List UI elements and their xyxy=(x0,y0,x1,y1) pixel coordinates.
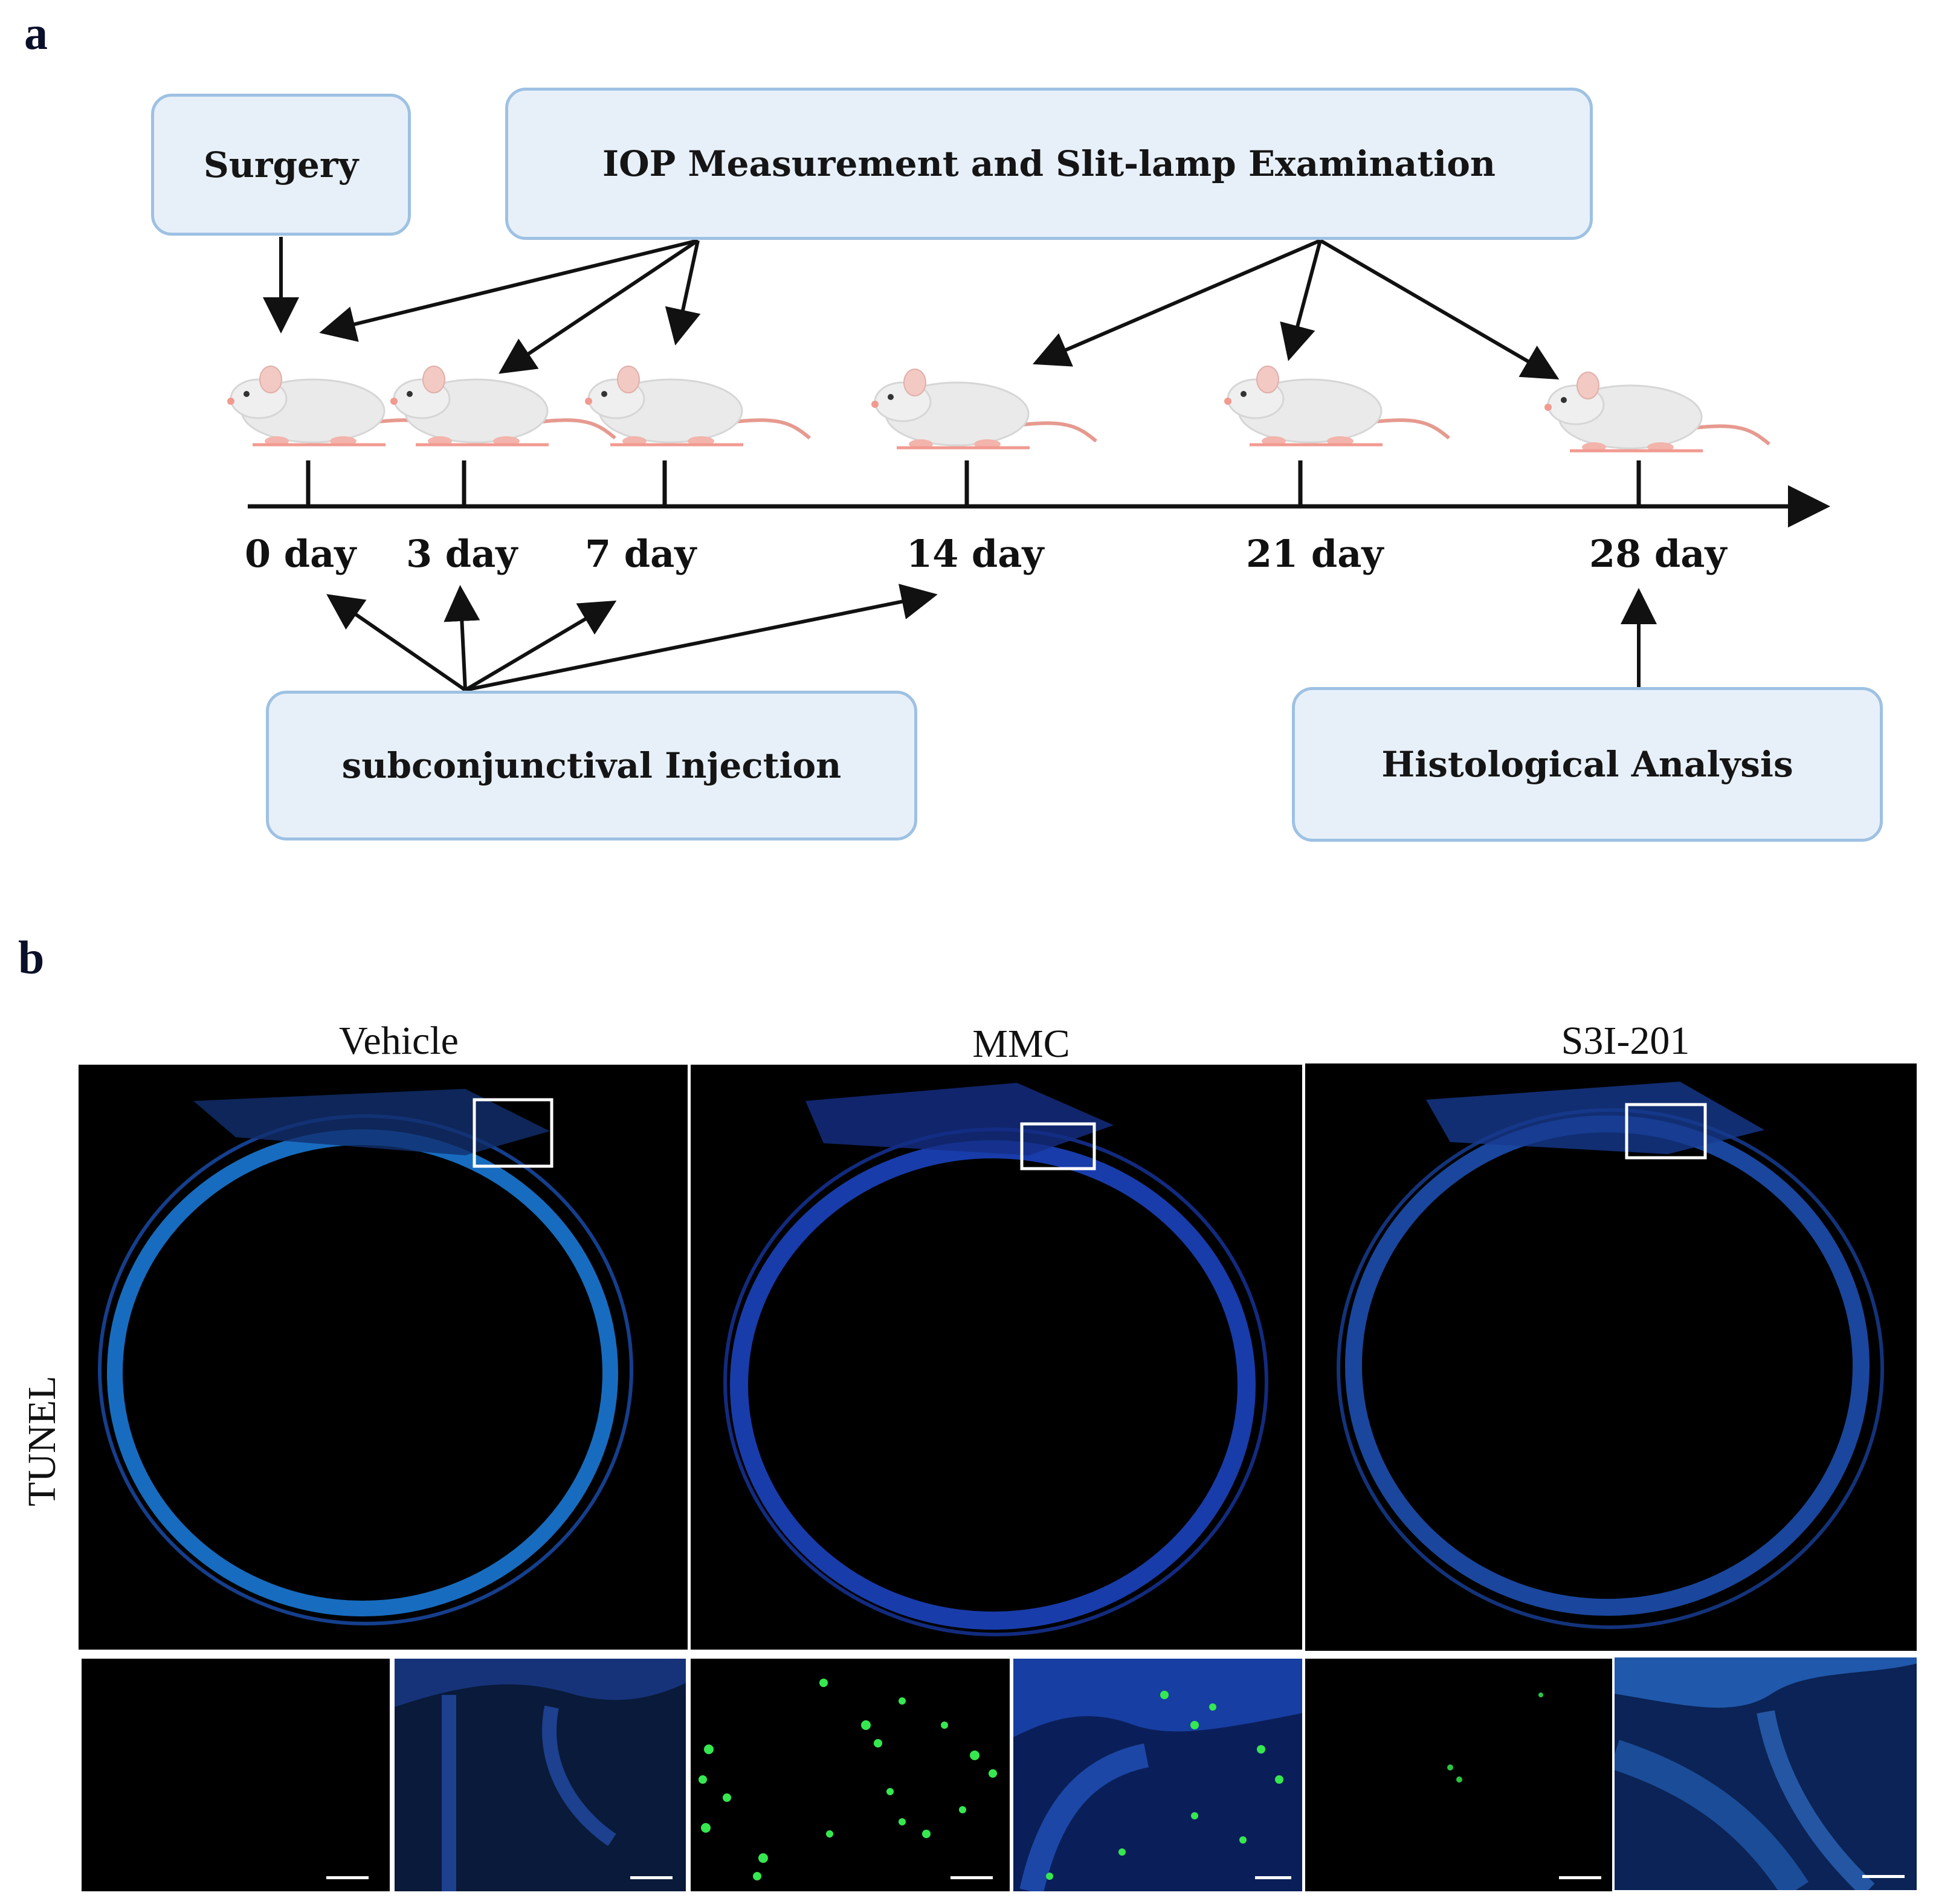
arrow-inj-7 xyxy=(464,600,617,692)
timepoint-label: 28 day xyxy=(1589,532,1727,576)
micrograph-vehicle-overview xyxy=(79,1065,688,1650)
injection-box: subconjunctival Injection xyxy=(266,691,917,841)
arrow-iop-14 xyxy=(1032,239,1321,367)
timeline-ticks xyxy=(306,460,1641,508)
timepoint-label: 14 day xyxy=(906,532,1044,576)
micrograph-s3i201-overview xyxy=(1305,1063,1917,1651)
rat-day21 xyxy=(1224,366,1449,446)
zoom-mmc-merge xyxy=(1013,1659,1302,1891)
timeline-diagram xyxy=(0,237,1830,692)
timepoint-label: 21 day xyxy=(1246,532,1384,576)
arrow-inj-3 xyxy=(444,585,480,691)
rat-day14 xyxy=(871,369,1096,449)
arrow-iop-21 xyxy=(1280,240,1322,361)
iop-box: IOP Measurement and Slit-lamp Examinatio… xyxy=(505,88,1593,240)
micrograph-mmc-overview xyxy=(691,1065,1302,1650)
zoom-vehicle-merge xyxy=(395,1659,686,1891)
arrow-inj-0 xyxy=(326,594,466,692)
zoom-s3i201-merge xyxy=(1615,1657,1917,1890)
rat-day28 xyxy=(1544,372,1769,452)
surgery-box: Surgery xyxy=(151,94,411,236)
rat-day7 xyxy=(585,366,810,446)
histology-box: Histological Analysis xyxy=(1292,687,1883,842)
arrow-iop-0 xyxy=(319,239,699,342)
zoom-s3i201-tunel xyxy=(1305,1659,1612,1891)
arrow-iop-7 xyxy=(665,240,701,346)
timepoint-label: 0 day xyxy=(245,532,357,576)
timepoint-label: 7 day xyxy=(585,532,697,576)
column-title-vehicle: Vehicle xyxy=(339,1019,459,1063)
arrow-iop-3 xyxy=(499,239,699,374)
panel-a-letter: a xyxy=(24,7,48,59)
rat-day3 xyxy=(390,366,615,446)
arrow-inj-14 xyxy=(465,584,938,692)
row-label-tunel: TUNEL xyxy=(20,1375,64,1506)
column-title-mmc: MMC xyxy=(972,1022,1070,1066)
column-title-s3i201: S3I-201 xyxy=(1561,1019,1690,1063)
timepoint-label: 3 day xyxy=(406,532,518,576)
arrow-iop-28 xyxy=(1319,239,1560,380)
zoom-mmc-tunel xyxy=(691,1659,1010,1891)
zoom-vehicle-tunel xyxy=(82,1659,390,1891)
panel-b-letter: b xyxy=(18,931,45,984)
